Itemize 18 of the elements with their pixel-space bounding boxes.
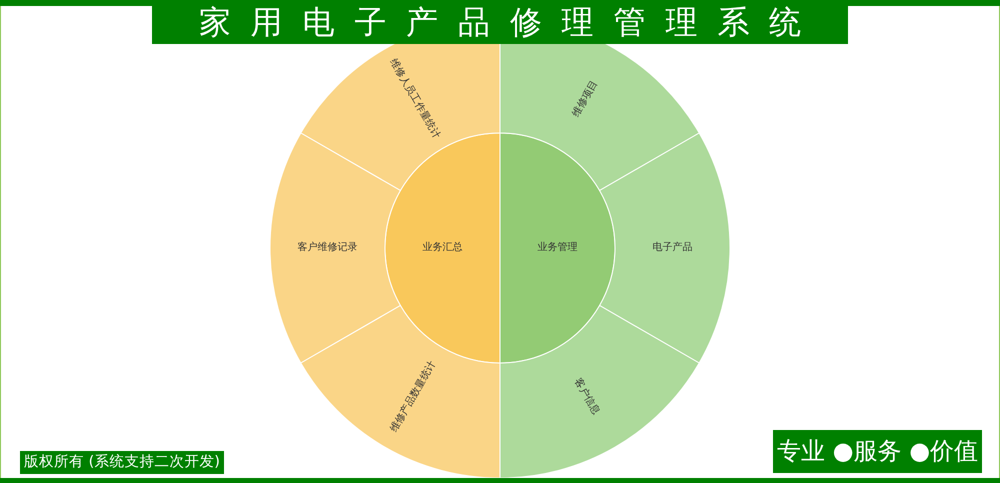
segment-label: 维修产品数量统计 <box>389 360 438 435</box>
outer-ring-segment <box>300 44 500 191</box>
segment-label: 维修项目 <box>572 78 601 118</box>
slogan-banner: 专业 ●服务 ●价值 <box>773 430 982 473</box>
outer-ring-segment <box>500 305 700 478</box>
segment-label: 维修人员工作量统计 <box>386 57 441 140</box>
segment-label: 电子产品 <box>652 243 692 253</box>
segment-label: 客户维修记录 <box>298 243 358 253</box>
outer-ring-segment <box>500 44 700 191</box>
copyright-note: 版权所有 (系统支持二次开发) <box>20 451 224 474</box>
outer-ring-segment <box>599 132 730 363</box>
title-banner: 家用电子产品修理管理系统 <box>152 0 848 44</box>
outer-ring-segment <box>300 305 500 478</box>
inner-ring-segment <box>500 133 615 363</box>
outer-ring-segment <box>270 132 401 364</box>
segment-label: 客户信息 <box>572 378 601 418</box>
segment-label: 业务汇总 <box>422 243 462 253</box>
segment-label: 业务管理 <box>538 243 578 253</box>
